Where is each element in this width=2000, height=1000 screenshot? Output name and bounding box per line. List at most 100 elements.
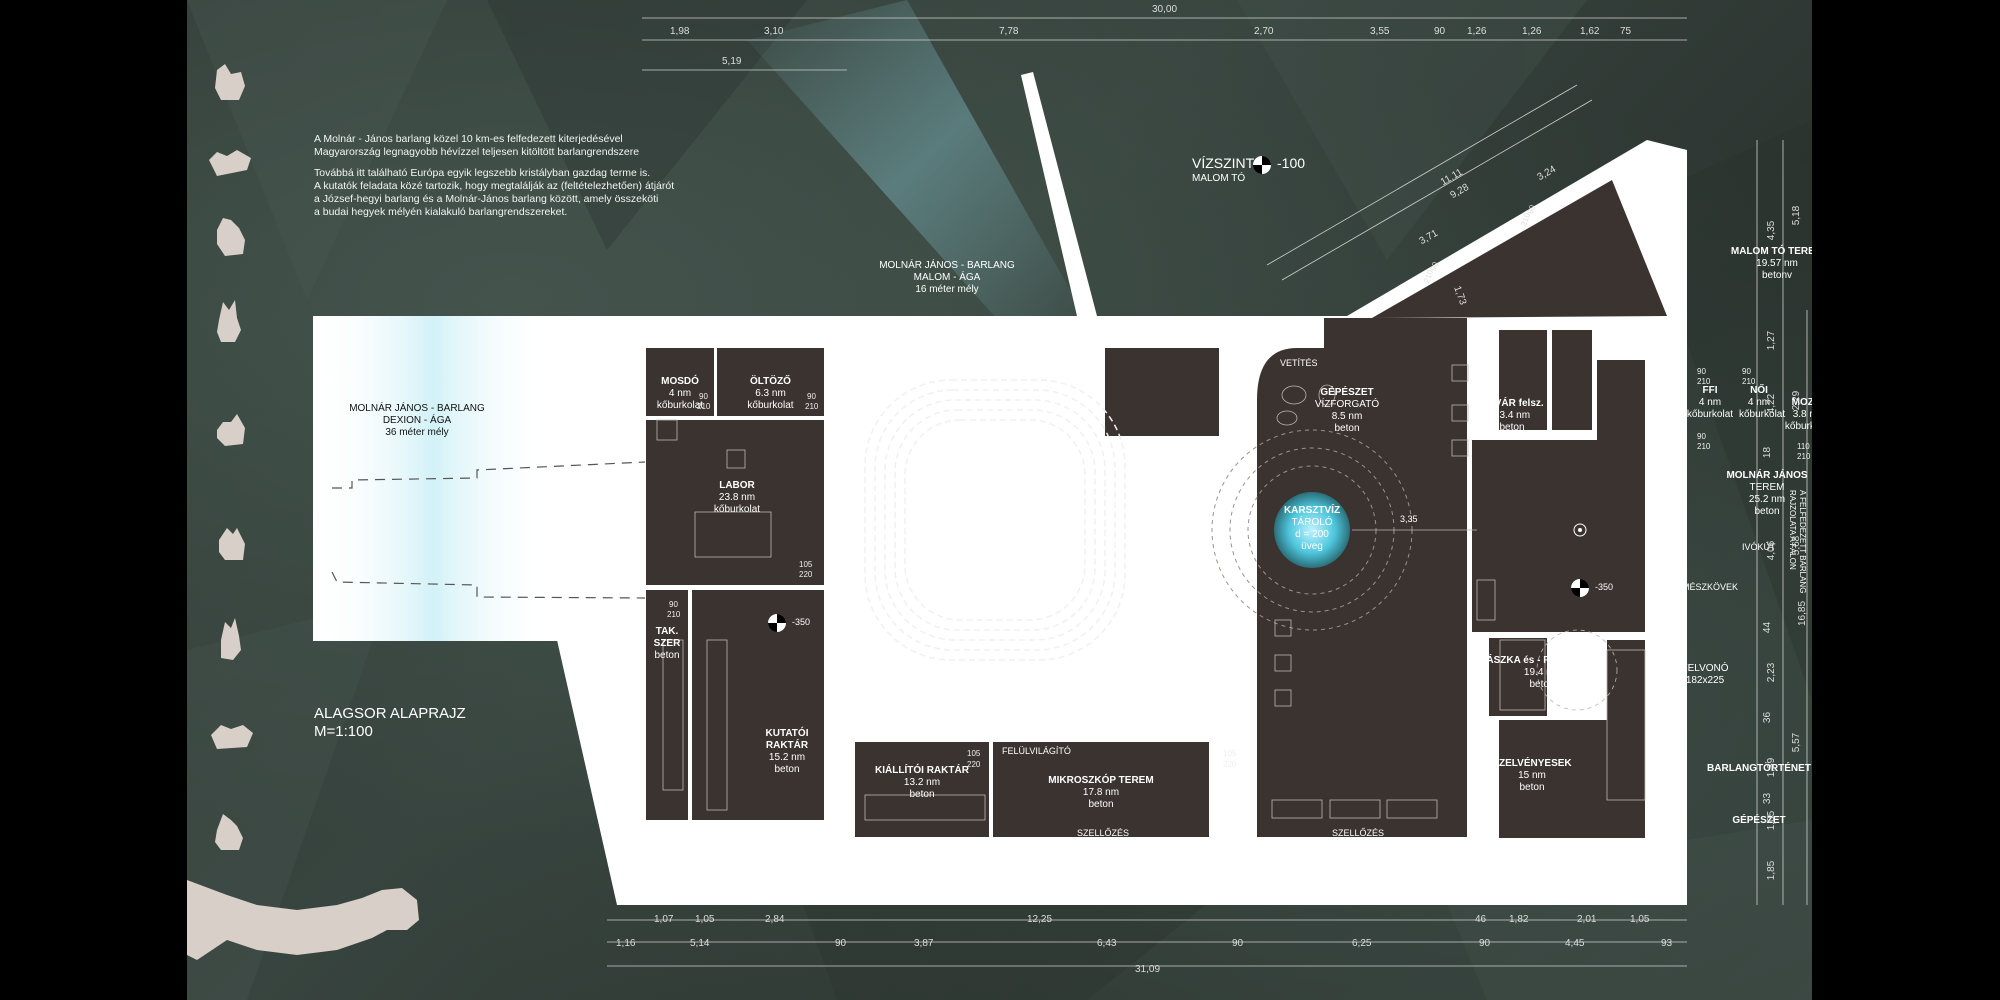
dim: 36 [1762,711,1774,724]
dim: 1,27 [1766,330,1778,351]
dim-top-second: 5,19 [722,56,742,67]
description-line: Továbbá itt található Európa egyik legsz… [314,167,651,179]
branch-malom-label: MOLNÁR JÁNOS - BARLANG MALOM - ÁGA 16 mé… [879,260,1015,295]
dims-top-row: 1,98 3,10 7,78 2,70 3,55 90 1,26 1,26 1,… [187,26,1812,40]
dim: 5,68 [1791,535,1803,556]
water-level-marker-symbol [1253,156,1271,174]
door-dim: 110 [1797,442,1810,451]
dim: 2,01 [1577,914,1597,925]
door-dim: 105 [799,560,813,569]
description-line: Magyarország legnagyobb hévízzel teljese… [314,146,640,158]
door-dim: 105 [1223,749,1237,758]
dim: 1,05 [1630,914,1650,925]
dim: 4,35 [1766,220,1778,241]
dim: 2,29 [1791,390,1803,411]
szellozes-label-1: SZELLŐZÉS [1077,828,1130,838]
door-dim: 210 [697,402,711,411]
door-dim: 90 [807,392,816,401]
rooms [646,180,1667,838]
dim: 1,62 [1580,26,1600,37]
door-dim: 210 [1697,377,1711,386]
door-dim: 210 [1742,377,1756,386]
dim-bottom-total: 31,09 [1135,964,1161,975]
dim: 90 [1434,26,1446,37]
door-dim: 90 [1697,432,1706,441]
ivokut-label: IVÓKÚT [1742,542,1776,552]
door-dim: 90 [1697,367,1706,376]
dim: 2,70 [1254,26,1274,37]
door-dim: 220 [799,570,813,579]
room-gepeszet-bottom: GÉPÉSZET [1732,815,1786,826]
dim: 12,25 [1027,914,1053,925]
level-markers [768,156,1589,632]
dim: 4,22 [1766,393,1778,414]
dim: 3,87 [914,938,934,949]
door-dim: 210 [667,610,681,619]
dim: 18 [1762,446,1774,459]
dim-right-total: 16,85 [1797,600,1809,627]
dim: 6,25 [1352,938,1372,949]
dim: 93 [1661,938,1673,949]
dim: 2,23 [1766,662,1778,683]
description-line: A Molnár - János barlang közel 10 km-es … [314,133,623,145]
floor-plan-drawing [187,0,1812,1000]
dim: 5,57 [1791,732,1803,753]
branch-dexion-label: MOLNÁR JÁNOS - BARLANG DEXION - ÁGA 36 m… [349,403,485,438]
door-dim: 220 [1223,760,1237,769]
level-right-label: -350 [1595,582,1614,592]
door-dim: 210 [1797,452,1811,461]
floor-plan-sheet: A Molnár - János barlang közel 10 km-es … [187,0,1812,1000]
door-dim: 210 [805,402,819,411]
door-dim: 210 [1697,442,1711,451]
light-beam [747,0,1087,330]
szellozes-label-2: SZELLŐZÉS [1332,828,1385,838]
hand-signs [209,64,253,850]
dimension-lines [607,17,1808,967]
dim: 6,43 [1097,938,1117,949]
description-line: A kutatók feladata közé tartozik, hogy m… [314,180,675,192]
description-line: a József-hegyi barlang és a Molnár-János… [314,193,659,205]
door-dim: 90 [699,392,708,401]
description-line [314,159,834,167]
dim: 1,26 [1522,26,1542,37]
water-level-label: VÍZSZINT [1192,155,1255,171]
dim: 2,84 [765,914,785,925]
description-block: A Molnár - János barlang közel 10 km-es … [314,133,834,219]
dim-335-label: 3,35 [1400,514,1418,524]
description-line: a budai hegyek mélyén kialakuló barlangr… [314,206,568,218]
vetites-label: VETÍTÉS [1280,358,1318,368]
dim: 90 [1232,938,1244,949]
dim: 3,55 [1370,26,1390,37]
dim: 33 [1762,792,1774,805]
dexion-passages [331,461,646,599]
door-dim: 90 [1742,367,1751,376]
dim: 1,39 [1766,757,1778,778]
level-left-label: -350 [792,617,811,627]
dim: 90 [1479,938,1491,949]
dim: 4,45 [1565,938,1585,949]
dim: 1,05 [695,914,715,925]
dim: 1,16 [616,938,636,949]
dim: 75 [1620,26,1632,37]
dim: 5,14 [690,938,710,949]
dim: 1,98 [670,26,690,37]
dims-bottom-row1: 1,07 1,05 2,84 12,25 46 1,82 2,01 1,05 [187,914,1812,928]
dim: 90 [835,938,847,949]
door-dim: 220 [967,760,981,769]
dim: 7,78 [999,26,1019,37]
dim: 1,82 [1509,914,1529,925]
